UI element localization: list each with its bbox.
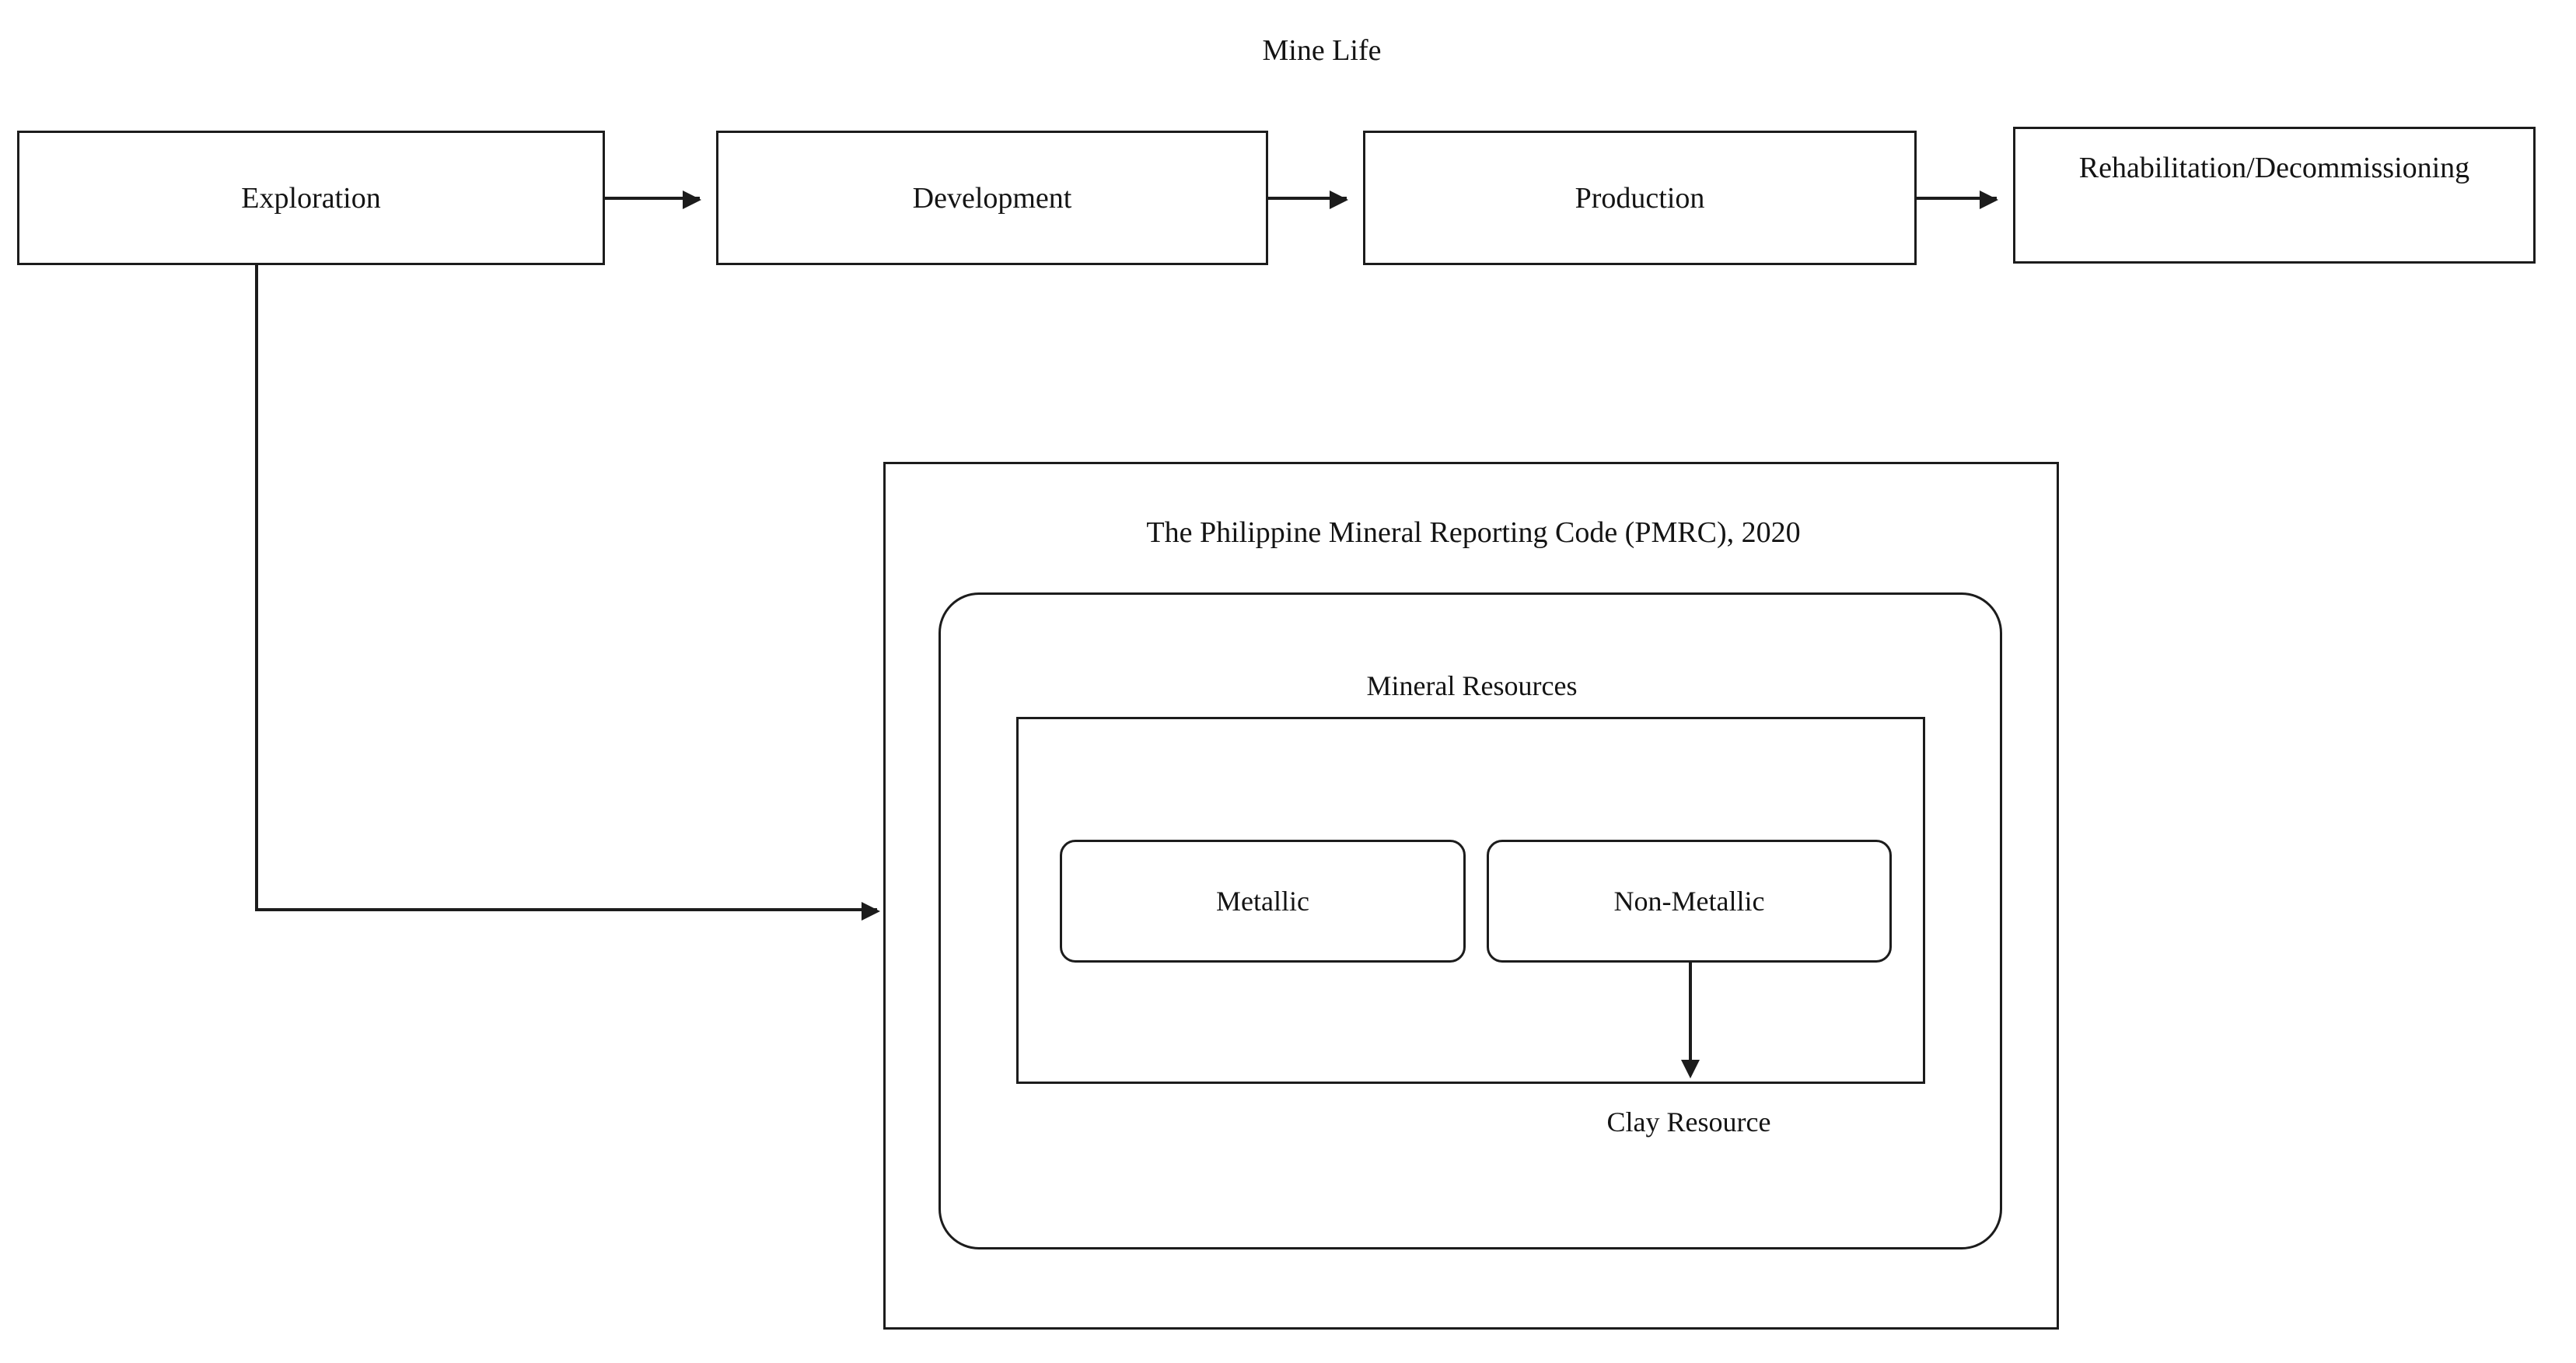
clay-resource-label: Clay Resource	[1606, 1106, 1771, 1138]
stage-label-production: Production	[1575, 181, 1705, 215]
stage-label-exploration: Exploration	[241, 181, 381, 215]
stage-box-development[interactable]: Development	[716, 131, 1268, 265]
category-label-metallic: Metallic	[1216, 886, 1309, 917]
page-title: Mine Life	[1262, 34, 1382, 67]
arrow-non-metallic-to-clay-resource-icon	[1681, 963, 1700, 1078]
stage-box-exploration[interactable]: Exploration	[17, 131, 605, 265]
stage-box-production[interactable]: Production	[1363, 131, 1917, 265]
mineral-resources-title: Mineral Resources	[1366, 670, 1578, 701]
stage-box-rehabilitation[interactable]: Rehabilitation/Decommissioning	[2013, 127, 2536, 264]
category-box-metallic[interactable]: Metallic	[1060, 840, 1466, 963]
arrow-production-to-rehabilitation-icon	[1917, 190, 1998, 209]
arrow-development-to-production-icon	[1268, 190, 1348, 209]
category-label-non-metallic: Non-Metallic	[1613, 886, 1765, 917]
stage-label-rehabilitation: Rehabilitation/Decommissioning	[2078, 152, 2470, 184]
arrow-exploration-to-pmrc-icon	[255, 902, 880, 921]
arrow-exploration-to-development-icon	[605, 190, 701, 209]
stage-label-development: Development	[912, 181, 1072, 215]
connector-exploration-vertical-segment	[255, 265, 258, 910]
category-box-non-metallic[interactable]: Non-Metallic	[1487, 840, 1892, 963]
pmrc-title: The Philippine Mineral Reporting Code (P…	[1146, 516, 1801, 549]
